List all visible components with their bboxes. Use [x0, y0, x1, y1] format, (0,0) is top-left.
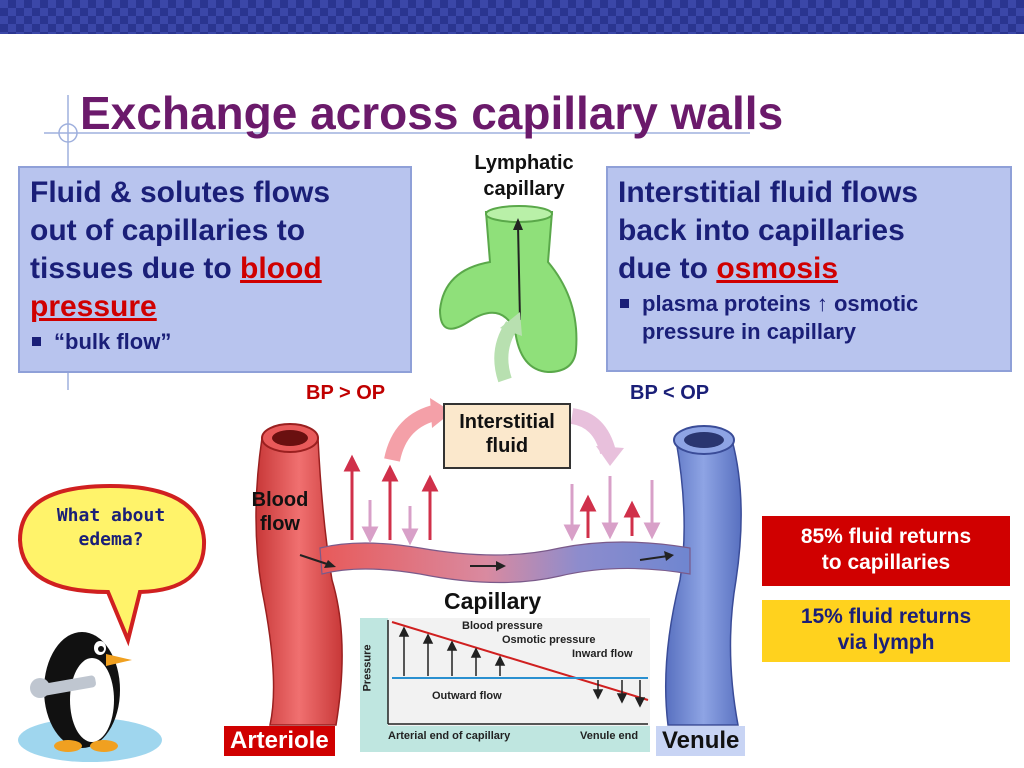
arteriole-vessel: [255, 437, 343, 726]
capillary-label: Capillary: [444, 588, 542, 614]
left-box-line: Fluid & solutes flows: [30, 176, 331, 209]
venule-vessel: [664, 439, 742, 726]
graph-osmotic-pressure-label: Osmotic pressure: [502, 634, 596, 646]
blood-highlight: blood: [240, 252, 322, 285]
pressure-highlight: pressure: [30, 290, 157, 323]
graph-inward-flow-label: Inward flow: [572, 648, 633, 660]
capillary-vessel: [319, 541, 691, 584]
graph-pressure-axis-label: Pressure: [361, 644, 374, 692]
right-text-box: Interstitial fluid flows back into capil…: [606, 166, 1012, 372]
interstitial-fluid-box: [443, 403, 571, 469]
left-box-line: tissues due to blood: [30, 252, 322, 285]
bp-less-op-label: BP < OP: [630, 382, 710, 404]
blood-pressure-line: [391, 621, 649, 701]
graph-x-right-label: Venule end: [580, 730, 639, 742]
graph-outward-flow-label: Outward flow: [432, 690, 502, 702]
graph-x-left-label: Arterial end of capillary: [388, 730, 511, 742]
venule-tag: Venule: [656, 726, 746, 756]
speech-bubble-shape: [17, 483, 207, 647]
arteriole-tag: Arteriole: [224, 726, 335, 756]
right-box-line: due to osmosis: [618, 252, 839, 285]
slide-title: Exchange across capillary walls: [80, 87, 784, 139]
left-box-line: out of capillaries to: [30, 214, 306, 247]
graph-blood-pressure-label: Blood pressure: [462, 620, 543, 632]
bullet-square-icon: [32, 337, 41, 346]
header-checker-band: [0, 0, 1024, 34]
left-text-box: Fluid & solutes flows out of capillaries…: [18, 166, 412, 373]
right-box-line: Interstitial fluid flows: [618, 176, 919, 209]
left-box-line: pressure: [30, 288, 400, 326]
bulk-flow-bullet: “bulk flow”: [30, 328, 400, 356]
bullet-square-icon: [620, 299, 629, 308]
right-box-line: back into capillaries: [618, 214, 905, 247]
bp-greater-op-label: BP > OP: [306, 382, 386, 404]
osmosis-highlight: osmosis: [716, 252, 839, 285]
